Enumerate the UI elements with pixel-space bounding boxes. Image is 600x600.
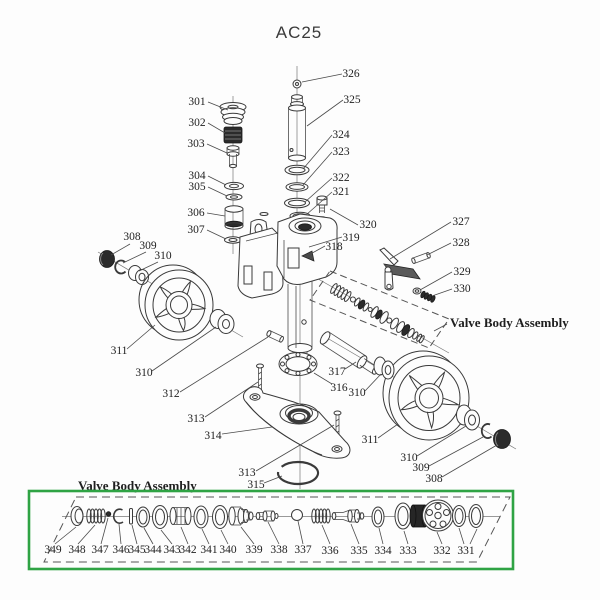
leader-lines <box>110 73 498 484</box>
part-305-drawing <box>225 193 243 201</box>
part-328-drawing <box>411 252 431 264</box>
valve-body-assembly-label-lower: Valve Body Assembly <box>78 478 197 493</box>
part-323-drawing <box>285 182 309 192</box>
callout-317: 317 <box>328 366 346 378</box>
part-326-drawing <box>292 79 302 89</box>
callout-313-lower: 313 <box>238 467 256 479</box>
callout-339: 339 <box>245 544 263 556</box>
part-316-drawing <box>278 352 318 376</box>
part-301-drawing <box>219 102 247 125</box>
part-325-drawing <box>288 94 306 162</box>
valve-body-parts-string <box>330 283 425 344</box>
callout-336: 336 <box>321 545 339 557</box>
part-304-drawing <box>224 181 244 191</box>
callout-346: 346 <box>112 544 130 556</box>
callout-329: 329 <box>453 266 471 278</box>
part-338-drawing <box>255 510 279 522</box>
callout-313-upper: 313 <box>187 413 205 425</box>
centerlines <box>62 66 517 517</box>
callout-306: 306 <box>187 207 205 219</box>
part-315-drawing <box>276 460 320 486</box>
callout-315: 315 <box>247 479 265 491</box>
callout-312: 312 <box>162 388 180 400</box>
callout-318: 318 <box>325 241 343 253</box>
callout-332: 332 <box>433 545 451 557</box>
callout-303: 303 <box>187 138 205 150</box>
callout-327: 327 <box>452 216 470 228</box>
callout-340: 340 <box>219 544 237 556</box>
part-329-drawing <box>412 287 422 295</box>
part-302-drawing <box>223 126 243 144</box>
left-wheel-group <box>99 250 235 341</box>
callout-341: 341 <box>200 544 218 556</box>
callout-338: 338 <box>270 544 288 556</box>
callout-310-mid: 310 <box>348 387 366 399</box>
callout-326: 326 <box>342 68 360 80</box>
callout-302: 302 <box>188 117 206 129</box>
callout-301: 301 <box>188 96 206 108</box>
callout-335: 335 <box>350 545 368 557</box>
callout-333: 333 <box>399 545 417 557</box>
valve-body-exploded-row <box>70 499 484 532</box>
callout-342: 342 <box>179 544 197 556</box>
callout-310-left-roller: 310 <box>135 367 153 379</box>
callout-304: 304 <box>188 170 206 182</box>
part-342-drawing <box>169 507 192 525</box>
callout-343: 343 <box>163 544 181 556</box>
valve-body-assembly-highlight-box <box>27 489 515 571</box>
callouts-bottom: 349 348 347 346 345 344 343 342 341 340 … <box>44 544 475 557</box>
right-wheel-group <box>373 350 511 449</box>
callout-308-left: 308 <box>123 231 141 243</box>
part-313a-drawing <box>256 363 264 390</box>
valve-body-assembly-label-upper: Valve Body Assembly <box>450 315 569 330</box>
callout-328: 328 <box>452 237 470 249</box>
callout-334: 334 <box>374 545 392 557</box>
callout-309-right: 309 <box>412 462 430 474</box>
callout-323: 323 <box>332 146 350 158</box>
callout-324: 324 <box>332 129 350 141</box>
callout-309-left: 309 <box>139 240 157 252</box>
callout-337: 337 <box>294 544 312 556</box>
part-307-drawing <box>224 236 242 244</box>
callout-347: 347 <box>91 544 109 556</box>
part-312-drawing <box>266 330 284 343</box>
callout-319: 319 <box>342 232 360 244</box>
part-330-drawing <box>420 290 436 303</box>
callout-345: 345 <box>128 544 146 556</box>
part-303-drawing <box>226 145 240 169</box>
callouts-main: 301 302 303 304 305 306 307 308 309 310 … <box>111 68 471 491</box>
callout-321: 321 <box>332 186 350 198</box>
callout-330: 330 <box>453 283 471 295</box>
callout-316: 316 <box>330 382 348 394</box>
callout-348: 348 <box>68 544 86 556</box>
callout-310-right: 310 <box>400 452 418 464</box>
part-324-drawing <box>284 164 310 176</box>
valve-body-dashed-outline-lower <box>43 496 511 563</box>
valve-body-dashed-outline-upper <box>309 270 450 349</box>
callout-307: 307 <box>187 224 205 236</box>
callout-311-right: 311 <box>362 434 379 446</box>
part-339-drawing <box>228 506 254 526</box>
page-title: AC25 <box>276 23 323 42</box>
part-335-drawing <box>331 509 365 523</box>
callout-310-left-top: 310 <box>154 250 172 262</box>
bottom-leader-lines <box>54 517 478 545</box>
callout-311-left: 311 <box>111 345 128 357</box>
callout-322: 322 <box>332 172 350 184</box>
callout-308-right: 308 <box>425 473 443 485</box>
callout-325: 325 <box>343 94 361 106</box>
part-327-drawing <box>379 247 421 291</box>
part-313b-drawing <box>333 410 342 436</box>
callout-344: 344 <box>144 544 162 556</box>
callout-320: 320 <box>359 219 377 231</box>
callout-314: 314 <box>204 430 222 442</box>
callout-305: 305 <box>188 181 206 193</box>
part-322-drawing <box>284 197 310 209</box>
part-332-drawing <box>409 499 454 532</box>
part-306-drawing <box>224 205 244 230</box>
callout-349: 349 <box>44 544 62 556</box>
callout-331: 331 <box>457 545 475 557</box>
part-314-drawing <box>243 386 351 459</box>
